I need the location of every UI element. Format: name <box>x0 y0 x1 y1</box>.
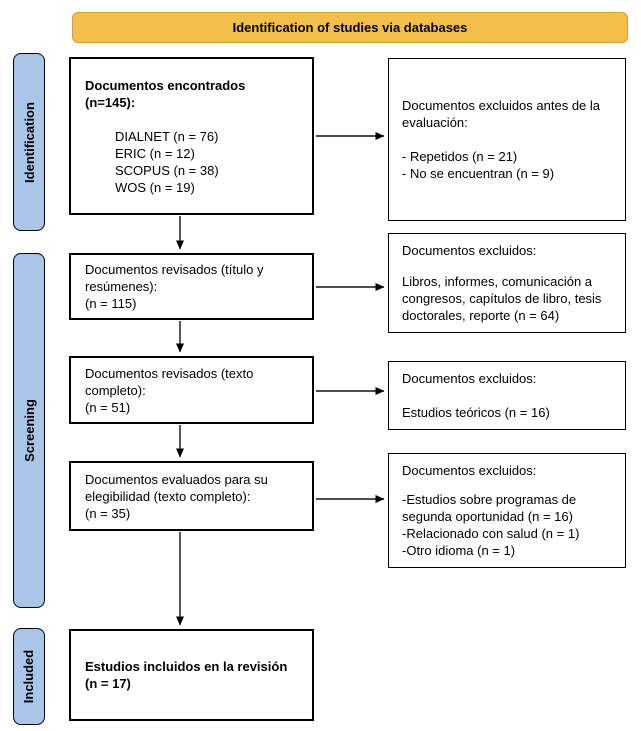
spacer <box>85 111 298 128</box>
box-count: (n = 115) <box>85 296 137 311</box>
box-excluded-titles: Documentos excluidos: Libros, informes, … <box>388 233 626 333</box>
database-count: WOS (n = 19) <box>115 179 195 195</box>
box-title: Documentos revisados (título y resúmenes… <box>85 262 264 294</box>
box-reviewed-titles: Documentos revisados (título y resúmenes… <box>69 253 314 320</box>
box-excluded-fulltext: Documentos excluidos: Estudios teóricos … <box>388 361 626 430</box>
database-count: ERIC (n = 12) <box>115 145 195 161</box>
database-count: SCOPUS (n = 38) <box>115 162 219 178</box>
exclusion-reason: - Repetidos (n = 21) <box>402 149 518 164</box>
phase-label-identification: Identification <box>13 53 45 231</box>
box-header: Documentos excluidos: <box>402 243 537 258</box>
phase-label-included: Included <box>13 628 45 725</box>
box-documents-found: Documentos encontrados (n=145): DIALNET … <box>69 57 314 215</box>
spacer <box>402 387 612 404</box>
box-count: (n = 17) <box>85 676 131 691</box>
spacer <box>402 131 612 148</box>
diagram-title: Identification of studies via databases <box>232 20 468 35</box>
exclusion-reason: Estudios teóricos (n = 16) <box>402 405 550 420</box>
phase-label-text: Identification <box>21 101 37 183</box>
box-excluded-eligibility: Documentos excluidos: -Estudios sobre pr… <box>388 453 626 568</box>
spacer <box>402 479 612 491</box>
box-title: Documentos encontrados (n=145): <box>85 77 246 110</box>
exclusion-reason: Libros, informes, comunicación a congres… <box>402 274 602 323</box>
exclusion-reason: - No se encuentran (n = 9) <box>402 166 555 181</box>
phase-label-screening: Screening <box>13 253 45 608</box>
box-reviewed-fulltext: Documentos revisados (texto completo): (… <box>69 356 314 424</box>
database-count: DIALNET (n = 76) <box>115 128 219 144</box>
box-header: Documentos excluidos antes de la evaluac… <box>402 98 601 130</box>
diagram-title-banner: Identification of studies via databases <box>72 12 628 43</box>
box-header: Documentos excluidos: <box>402 463 537 478</box>
box-eligibility: Documentos evaluados para su elegibilida… <box>69 461 314 531</box>
spacer <box>402 259 612 273</box>
box-excluded-before-evaluation: Documentos excluidos antes de la evaluac… <box>388 58 626 221</box>
box-header: Documentos excluidos: <box>402 371 537 386</box>
phase-label-text: Screening <box>21 399 37 462</box>
box-count: (n = 35) <box>85 505 131 521</box>
exclusion-reason: -Otro idioma (n = 1) <box>402 543 516 558</box>
box-studies-included: Estudios incluidos en la revisión (n = 1… <box>69 629 314 721</box>
box-title: Documentos evaluados para su elegibilida… <box>85 471 268 504</box>
exclusion-reason: -Relacionado con salud (n = 1) <box>402 526 580 541</box>
phase-label-text: Included <box>21 649 37 704</box>
exclusion-reason: -Estudios sobre programas de segunda opo… <box>402 492 577 524</box>
box-count: (n = 51) <box>85 399 131 415</box>
box-title: Estudios incluidos en la revisión <box>85 659 288 674</box>
box-title: Documentos revisados (texto completo): <box>85 365 254 398</box>
